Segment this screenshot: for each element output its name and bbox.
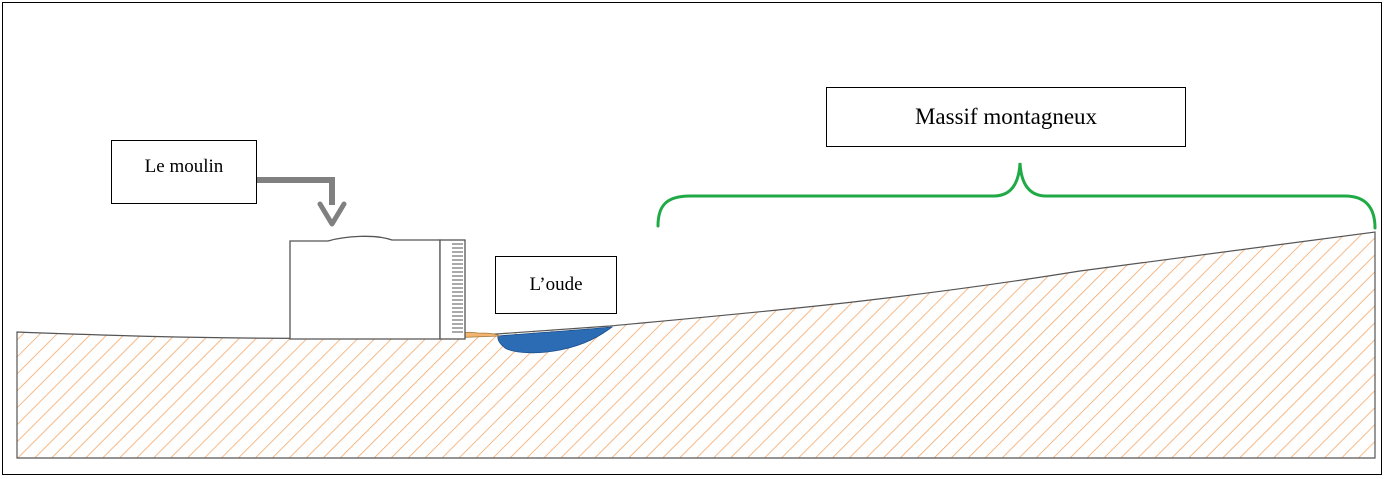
mill-building xyxy=(289,235,466,340)
oued-water xyxy=(497,326,614,354)
mill-pointer-arrow-icon xyxy=(257,177,347,227)
massif-bracket-icon xyxy=(656,162,1377,230)
label-oued: L’oude xyxy=(495,256,617,314)
ground-cross-section xyxy=(16,231,1376,459)
label-mountain-massif: Massif montagneux xyxy=(826,87,1186,147)
label-mill: Le moulin xyxy=(111,140,257,204)
mill-wheel-slats xyxy=(452,243,463,333)
